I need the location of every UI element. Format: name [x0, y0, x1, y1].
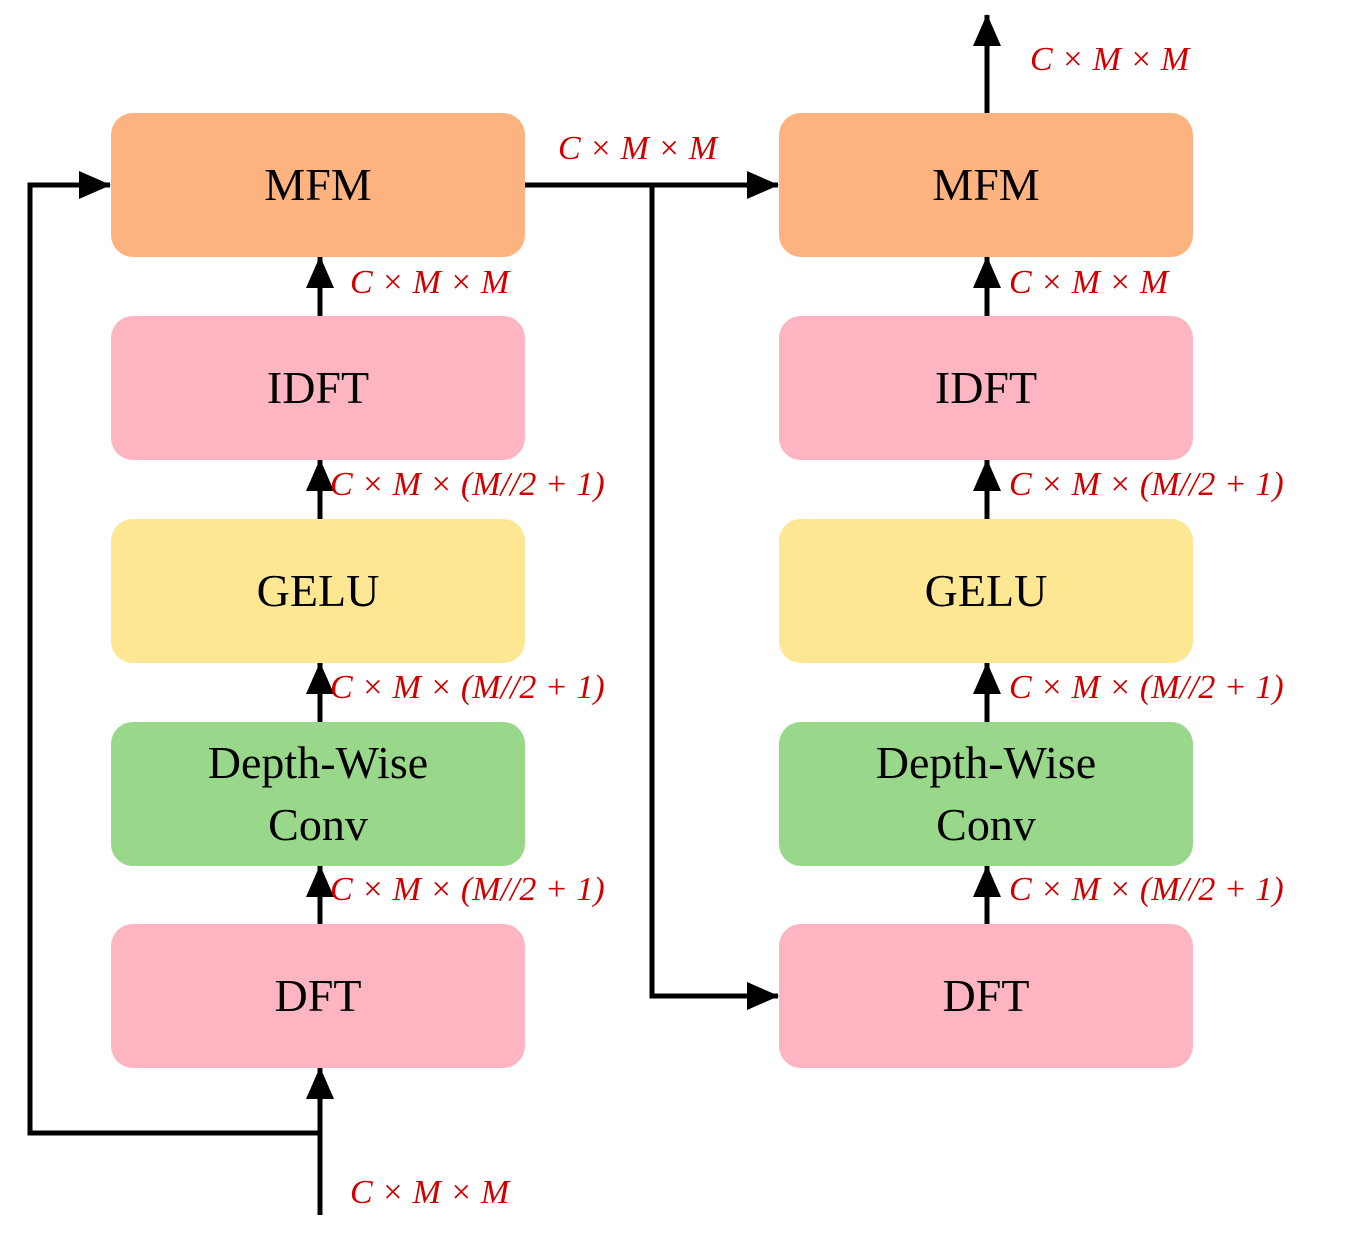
- left-conv-block: Depth-Wise Conv: [111, 722, 525, 866]
- dim-right-output: C × M × M: [1030, 41, 1190, 78]
- dim-right-idft-mfm: C × M × M: [1009, 264, 1169, 301]
- branch-to-right-dft-arrow: [649, 185, 779, 1010]
- right-idft-block: IDFT: [779, 316, 1193, 460]
- dim-between-mfm: C × M × M: [558, 130, 718, 167]
- left-dft-label: DFT: [274, 970, 362, 1021]
- dim-right-conv-gelu: C × M × (M//2 + 1): [1009, 669, 1284, 706]
- left-idft-label: IDFT: [266, 362, 370, 413]
- left-gelu-block: GELU: [111, 519, 525, 663]
- left-idft-block: IDFT: [111, 316, 525, 460]
- dim-left-gelu-idft: C × M × (M//2 + 1): [330, 466, 605, 503]
- right-dft-label: DFT: [942, 970, 1030, 1021]
- right-conv-label-line1: Depth-Wise: [875, 737, 1097, 788]
- left-gelu-label: GELU: [256, 565, 380, 616]
- dim-left-conv-gelu: C × M × (M//2 + 1): [330, 669, 605, 706]
- left-mfm-label: MFM: [264, 159, 372, 210]
- right-gelu-label: GELU: [924, 565, 1048, 616]
- dim-right-gelu-idft: C × M × (M//2 + 1): [1009, 466, 1284, 503]
- dim-left-idft-mfm: C × M × M: [350, 264, 510, 301]
- left-conv-label-line1: Depth-Wise: [207, 737, 429, 788]
- right-conv-label-line2: Conv: [936, 799, 1036, 850]
- skip-arrow: [27, 171, 320, 1136]
- left-mfm-block: MFM: [111, 113, 525, 257]
- dim-left-dft-conv: C × M × (M//2 + 1): [330, 871, 605, 908]
- right-gelu-block: GELU: [779, 519, 1193, 663]
- right-conv-block: Depth-Wise Conv: [779, 722, 1193, 866]
- right-mfm-block: MFM: [779, 113, 1193, 257]
- left-conv-label-line2: Conv: [268, 799, 368, 850]
- right-dft-block: DFT: [779, 924, 1193, 1068]
- dim-right-dft-conv: C × M × (M//2 + 1): [1009, 871, 1284, 908]
- right-idft-label: IDFT: [934, 362, 1038, 413]
- right-mfm-label: MFM: [932, 159, 1040, 210]
- left-dft-block: DFT: [111, 924, 525, 1068]
- dim-left-input: C × M × M: [350, 1174, 510, 1211]
